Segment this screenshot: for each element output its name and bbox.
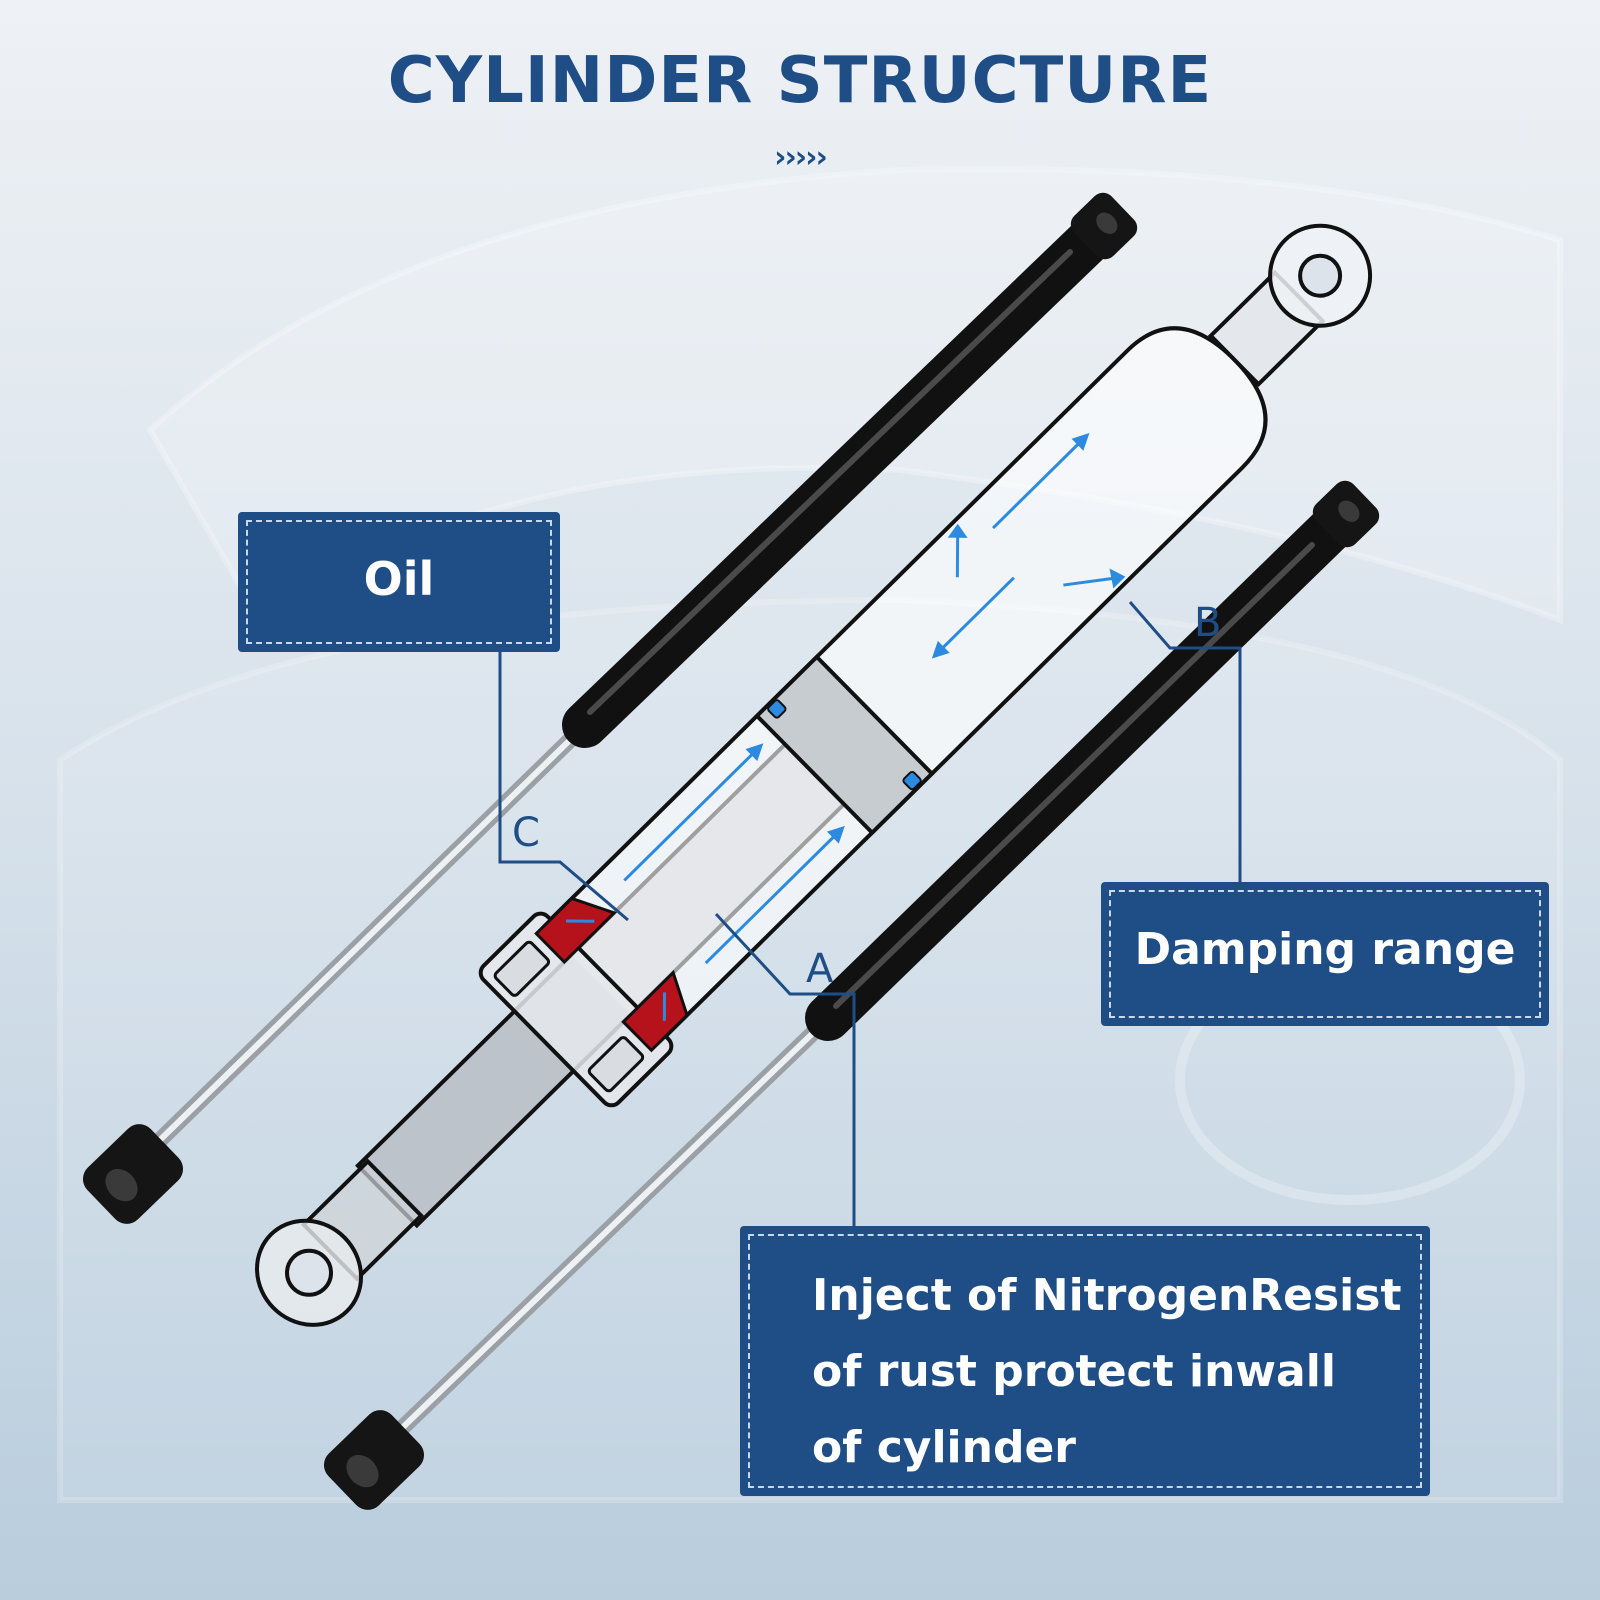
flow-arrow bbox=[566, 919, 595, 923]
label-box-oil: Oil bbox=[238, 512, 560, 652]
guide-upper bbox=[493, 940, 551, 997]
label-nitrogen-line: of rust protect inwall bbox=[812, 1346, 1336, 1397]
piston-seal-top bbox=[767, 699, 787, 719]
seal-upper bbox=[534, 896, 617, 965]
rod-end-eye-bottom-hole bbox=[285, 1248, 334, 1297]
gas-strut-right bbox=[323, 480, 1380, 1510]
label-box-border bbox=[1109, 890, 1541, 1018]
leader-line-damping bbox=[1128, 601, 1242, 882]
rod-end-eye-top-hole bbox=[1298, 253, 1343, 298]
point-label-a: A bbox=[806, 946, 834, 992]
flow-arrows bbox=[566, 432, 1126, 1021]
flow-arrow bbox=[955, 534, 960, 578]
piston-head bbox=[754, 654, 935, 836]
chevron-arrows-icon: ››››› bbox=[774, 140, 828, 175]
flow-arrowhead bbox=[1109, 568, 1126, 589]
leader-line-oil bbox=[498, 652, 629, 922]
flow-arrow bbox=[623, 752, 754, 882]
guide-lower bbox=[587, 1036, 645, 1093]
flow-arrow bbox=[992, 442, 1080, 530]
label-damping-range: Damping range bbox=[1134, 924, 1516, 975]
point-label-c: C bbox=[512, 810, 540, 856]
strut-left-bottom-hole bbox=[105, 1168, 138, 1202]
gas-strut-left bbox=[82, 192, 1138, 1224]
label-box-damping-range: Damping range bbox=[1101, 882, 1549, 1026]
piston-seal-bottom bbox=[902, 770, 922, 791]
strut-right-body-shine bbox=[833, 542, 1315, 1009]
flow-arrowhead bbox=[1071, 432, 1090, 451]
flow-arrow bbox=[662, 992, 667, 1021]
strut-right-top-hole bbox=[1338, 500, 1360, 522]
strut-left-bottom-end bbox=[82, 1124, 184, 1224]
seal-lower bbox=[621, 969, 689, 1053]
strut-right-bottom-hole bbox=[346, 1454, 379, 1488]
flow-arrow bbox=[941, 576, 1015, 649]
strut-left-body bbox=[562, 209, 1121, 748]
label-box-border bbox=[748, 1234, 1422, 1488]
strut-left-top-end bbox=[1070, 192, 1138, 260]
label-nitrogen-line: of cylinder bbox=[812, 1422, 1076, 1473]
flow-arrowhead bbox=[826, 825, 845, 844]
flow-arrowhead bbox=[931, 640, 950, 659]
flow-arrowhead bbox=[745, 743, 764, 762]
strut-left-bottom-socket bbox=[82, 1124, 184, 1224]
label-nitrogen: Inject of NitrogenResist of rust protect… bbox=[812, 1258, 1402, 1486]
flow-arrow bbox=[704, 835, 835, 965]
label-box-border bbox=[246, 520, 552, 644]
car-hatch-outline bbox=[146, 165, 1563, 625]
strut-right-top-end bbox=[1312, 480, 1380, 548]
strut-left-body-shine bbox=[587, 249, 1073, 715]
strut-right-rod-highlight bbox=[397, 1029, 817, 1433]
cylinder-cross-section bbox=[255, 223, 1373, 1327]
page-title: CYLINDER STRUCTURE bbox=[387, 44, 1213, 118]
strut-right-bottom-end bbox=[323, 1410, 425, 1510]
label-oil: Oil bbox=[363, 552, 435, 606]
point-label-b: B bbox=[1194, 600, 1222, 646]
label-nitrogen-line: Inject of NitrogenResist bbox=[812, 1270, 1402, 1321]
leader-line-nitrogen bbox=[714, 912, 856, 1226]
flow-arrowhead bbox=[947, 523, 968, 538]
flow-arrow bbox=[1063, 576, 1114, 587]
strut-right-bottom-socket bbox=[323, 1410, 425, 1510]
label-box-nitrogen: Inject of NitrogenResist of rust protect… bbox=[740, 1226, 1430, 1496]
strut-left-top-hole bbox=[1096, 212, 1118, 234]
leader-lines bbox=[498, 601, 1242, 1226]
strut-left-rod-highlight bbox=[157, 737, 573, 1143]
